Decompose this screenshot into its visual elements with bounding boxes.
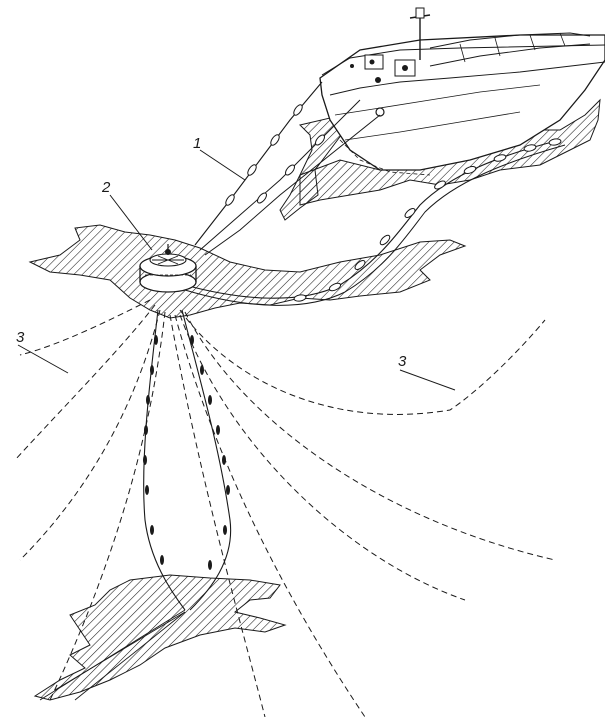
buoy: [139, 244, 197, 293]
tanker-ship: [319, 7, 605, 176]
callout-label-3-left: 3: [16, 329, 25, 346]
oil-slick-buoy-area: [28, 224, 467, 319]
hose-line-export: [184, 138, 566, 306]
callout-labels: 1 2 3 3: [16, 135, 407, 370]
chain-lines-lower: [143, 309, 232, 611]
callout-label-1: 1: [193, 135, 201, 152]
lower-fan-lines: [39, 609, 186, 701]
hose-line-1: [194, 81, 381, 256]
callout-leaders: [17, 149, 456, 391]
callout-label-3-right: 3: [398, 353, 407, 370]
mooring-lines: [14, 299, 556, 717]
callout-label-2: 2: [101, 179, 111, 196]
oil-slick-lower: [33, 574, 287, 701]
